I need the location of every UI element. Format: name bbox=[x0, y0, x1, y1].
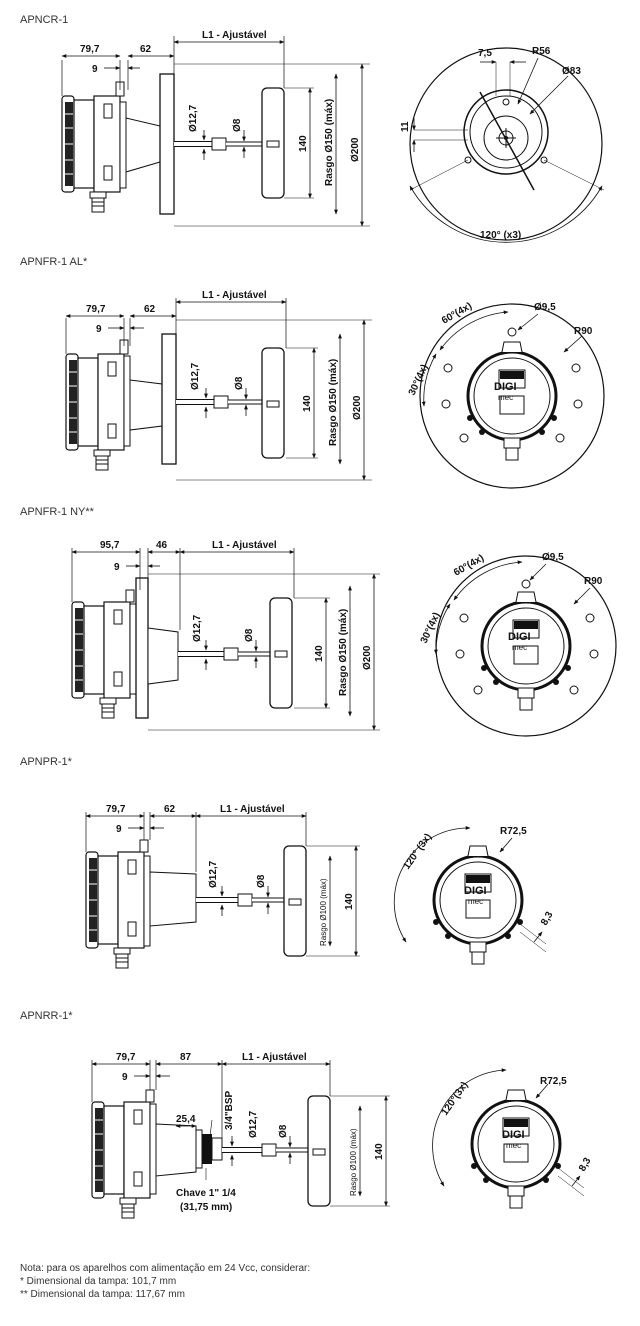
note-line-2: * Dimensional da tampa: 101,7 mm bbox=[20, 1276, 177, 1287]
dim-d200: Ø200 bbox=[362, 645, 373, 670]
logo-mec: mec bbox=[498, 393, 513, 402]
dim-9: 9 bbox=[116, 824, 122, 835]
logo-mec: mec bbox=[506, 1141, 521, 1150]
dim-120x3: 120°(3x) bbox=[439, 1080, 470, 1118]
dim-7-5: 7,5 bbox=[478, 48, 492, 59]
dim-46: 46 bbox=[156, 540, 168, 551]
dim-95-7: 95,7 bbox=[100, 540, 120, 551]
dim-l1: L1 - Ajustável bbox=[220, 804, 285, 815]
section-apnrr-side bbox=[91, 1060, 390, 1219]
dim-140: 140 bbox=[298, 135, 309, 152]
logo-digi: DIGI bbox=[494, 381, 517, 393]
dim-l1: L1 - Ajustável bbox=[212, 540, 277, 551]
section-title-apnfr-ny: APNFR-1 NY** bbox=[20, 506, 94, 518]
label-chave: Chave 1" 1/4 bbox=[176, 1188, 236, 1199]
dim-140: 140 bbox=[314, 645, 325, 662]
dim-rasgo: Rasgo Ø100 (máx) bbox=[319, 878, 328, 946]
logo-digi: DIGI bbox=[508, 631, 531, 643]
section-apnrr-front bbox=[432, 1068, 585, 1210]
dim-11: 11 bbox=[400, 121, 411, 132]
dim-d8: Ø8 bbox=[256, 874, 267, 888]
dim-140: 140 bbox=[374, 1143, 385, 1160]
dim-d12-7: Ø12,7 bbox=[190, 362, 201, 390]
note-line-3: ** Dimensional da tampa: 117,67 mm bbox=[20, 1289, 185, 1300]
section-apncr-side bbox=[61, 36, 370, 227]
dim-d200: Ø200 bbox=[352, 395, 363, 420]
logo-mec: mec bbox=[468, 897, 483, 906]
dim-d9-5: Ø9,5 bbox=[534, 302, 556, 313]
dim-8-3: 8,3 bbox=[539, 910, 556, 928]
dim-79-7: 79,7 bbox=[80, 44, 100, 55]
dim-87: 87 bbox=[180, 1052, 192, 1063]
dim-bsp: 3/4"BSP bbox=[224, 1090, 235, 1130]
dim-d12-7: Ø12,7 bbox=[208, 860, 219, 888]
dim-r90: R90 bbox=[574, 326, 593, 337]
dim-9: 9 bbox=[96, 324, 102, 335]
dim-r72-5: R72,5 bbox=[500, 826, 527, 837]
section-apnpr-front bbox=[393, 825, 547, 966]
dim-l1: L1 - Ajustável bbox=[202, 290, 267, 301]
dim-62: 62 bbox=[144, 304, 156, 315]
section-title-apnpr: APNPR-1* bbox=[20, 756, 72, 768]
logo-mec: mec bbox=[512, 643, 527, 652]
dim-r56: R56 bbox=[532, 46, 551, 57]
dim-r90: R90 bbox=[584, 576, 603, 587]
section-apnfr-al-side bbox=[65, 298, 372, 481]
dim-d8: Ø8 bbox=[234, 376, 245, 390]
dim-l1: L1 - Ajustável bbox=[242, 1052, 307, 1063]
logo-digi: DIGI bbox=[502, 1129, 525, 1141]
dim-d12-7: Ø12,7 bbox=[248, 1110, 259, 1138]
section-apncr-front bbox=[409, 47, 605, 243]
note-line-1: Nota: para os aparelhos com alimentação … bbox=[20, 1263, 311, 1274]
dim-l1: L1 - Ajustável bbox=[202, 30, 267, 41]
dim-d8: Ø8 bbox=[232, 118, 243, 132]
dim-rasgo: Rasgo Ø150 (máx) bbox=[324, 99, 335, 186]
section-title-apncr: APNCR-1 bbox=[20, 14, 69, 26]
dim-d8: Ø8 bbox=[244, 628, 255, 642]
dim-9: 9 bbox=[92, 64, 98, 75]
dim-62: 62 bbox=[164, 804, 176, 815]
dim-d83: Ø83 bbox=[562, 66, 581, 77]
logo-digi: DIGI bbox=[464, 885, 487, 897]
dim-rasgo: Rasgo Ø150 (máx) bbox=[328, 359, 339, 446]
dim-d200: Ø200 bbox=[350, 137, 361, 162]
section-title-apnfr-al: APNFR-1 AL* bbox=[20, 256, 88, 268]
dim-r72-5: R72,5 bbox=[540, 1076, 567, 1087]
section-title-apnrr: APNRR-1* bbox=[20, 1010, 73, 1022]
dim-79-7: 79,7 bbox=[106, 804, 126, 815]
dim-d8: Ø8 bbox=[278, 1124, 289, 1138]
dim-9: 9 bbox=[114, 562, 120, 573]
section-apnfr-al-front bbox=[419, 303, 605, 489]
dim-120x3: 120° (x3) bbox=[480, 230, 521, 241]
label-chave-mm: (31,75 mm) bbox=[180, 1202, 232, 1213]
dim-rasgo: Rasgo Ø150 (máx) bbox=[338, 609, 349, 696]
dim-140: 140 bbox=[302, 395, 313, 412]
dim-120x3: 120° (3x) bbox=[401, 832, 434, 872]
dim-rasgo: Rasgo Ø100 (máx) bbox=[349, 1128, 358, 1196]
section-apnfr-ny-front bbox=[433, 555, 617, 737]
dim-d12-7: Ø12,7 bbox=[192, 614, 203, 642]
dim-9: 9 bbox=[122, 1072, 128, 1083]
section-apnpr-side bbox=[85, 812, 360, 969]
section-apnfr-ny-side bbox=[71, 548, 380, 731]
dim-8-3: 8,3 bbox=[577, 1156, 594, 1174]
dim-25-4: 25,4 bbox=[176, 1114, 196, 1125]
dim-79-7: 79,7 bbox=[86, 304, 106, 315]
dim-62: 62 bbox=[140, 44, 152, 55]
dim-d9-5: Ø9,5 bbox=[542, 552, 564, 563]
dim-79-7: 79,7 bbox=[116, 1052, 136, 1063]
dim-d12-7: Ø12,7 bbox=[188, 104, 199, 132]
dim-140: 140 bbox=[344, 893, 355, 910]
